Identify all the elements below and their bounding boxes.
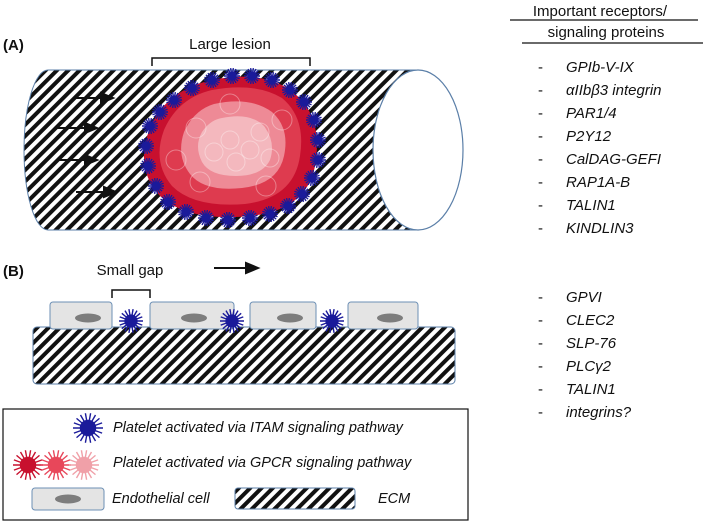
bullet: - [538,289,543,306]
legend-endothelial-label: Endothelial cell [112,491,210,507]
itam-platelet [204,71,220,89]
gpcr-platelet-dark-icon [13,450,43,480]
itam-platelet [178,203,194,221]
receptor-item: integrins? [566,404,632,421]
itam-platelet [294,185,310,203]
itam-platelet [198,209,214,227]
itam-platelet [282,81,298,99]
receptor-item: PLCγ2 [566,358,612,375]
itam-platelet [280,197,296,215]
itam-platelets-in-gaps [119,309,344,333]
bullet: - [538,381,543,398]
bullet: - [538,358,543,375]
receptor-list: Important receptors/ signaling proteins … [510,3,703,421]
receptor-group-b: - GPVI - CLEC2 - SLP-76 - PLCγ2 - TALIN1… [538,289,632,421]
itam-platelet [224,67,240,85]
itam-platelet-ring [138,67,326,229]
receptor-item: TALIN1 [566,197,616,214]
receptor-item: TALIN1 [566,381,616,398]
legend-ecm-label: ECM [378,491,411,507]
itam-platelet [166,91,182,109]
endothelial-cell [347,301,419,330]
bullet: - [538,151,543,168]
legend-gpcr-platelet-icons [13,450,99,480]
gap-label: Small gap [97,262,164,279]
bullet: - [538,174,543,191]
gpcr-platelet-light-icon [69,450,99,480]
bullet: - [538,335,543,352]
flow-arrow-b [214,261,261,275]
legend-itam-platelet-icon [73,413,103,443]
bullet: - [538,220,543,237]
itam-platelet [220,211,236,229]
lesion-bracket [151,57,311,66]
endothelial-cell [49,301,113,330]
bullet: - [538,404,543,421]
thrombus-lesion [143,76,317,218]
itam-platelet [262,205,278,223]
receptor-item: SLP-76 [566,335,617,352]
receptor-item: CalDAG-GEFI [566,151,661,168]
itam-platelet [242,209,258,227]
receptor-item: GPVI [566,289,602,306]
bullet: - [538,197,543,214]
itam-platelet [160,193,176,211]
legend-endothelial-icon [31,487,105,511]
itam-platelet [138,137,154,155]
receptor-header-line2: signaling proteins [548,24,665,41]
bullet: - [538,82,543,99]
receptor-item: PAR1/4 [566,105,617,122]
itam-platelet [152,103,168,121]
receptor-item: αIIbβ3 integrin [566,82,662,99]
gpcr-platelet-mid-icon [41,450,71,480]
itam-platelet [244,67,260,85]
itam-platelet [140,157,156,175]
itam-platelet [306,111,322,129]
gap-bracket [111,289,151,298]
itam-platelet [220,309,244,333]
panel-b-label: (B) [3,263,24,280]
receptor-header-line1: Important receptors/ [533,3,668,20]
itam-platelet [296,93,312,111]
itam-platelet [148,177,164,195]
legend-gpcr-label: Platelet activated via GPCR signaling pa… [113,455,412,471]
itam-platelet [119,309,143,333]
receptor-item: RAP1A-B [566,174,630,191]
itam-platelet [142,117,158,135]
ecm-layer [32,326,456,385]
bullet: - [538,105,543,122]
bullet: - [538,59,543,76]
receptor-item: KINDLIN3 [566,220,634,237]
itam-platelet [184,79,200,97]
receptor-group-a: - GPIb-V-IX - αIIbβ3 integrin - PAR1/4 -… [538,59,662,237]
legend-itam-label: Platelet activated via ITAM signaling pa… [113,420,404,436]
panel-a-label: (A) [3,37,24,54]
itam-platelet-icon [73,413,103,443]
endothelial-cell [149,301,235,330]
receptor-item: CLEC2 [566,312,615,329]
endothelial-layer [49,301,419,330]
itam-platelet [320,309,344,333]
bullet: - [538,128,543,145]
itam-platelet [264,71,280,89]
itam-platelet [310,151,326,169]
bullet: - [538,312,543,329]
lesion-label: Large lesion [189,36,271,53]
itam-platelet [310,131,326,149]
vessel-opening [372,69,464,231]
flow-arrows [56,91,119,199]
endothelial-cell [249,301,317,330]
legend-box: Platelet activated via ITAM signaling pa… [2,408,469,521]
receptor-item: P2Y12 [566,128,612,145]
itam-platelet [304,169,320,187]
legend-ecm-icon [234,487,356,510]
receptor-item: GPIb-V-IX [566,59,635,76]
